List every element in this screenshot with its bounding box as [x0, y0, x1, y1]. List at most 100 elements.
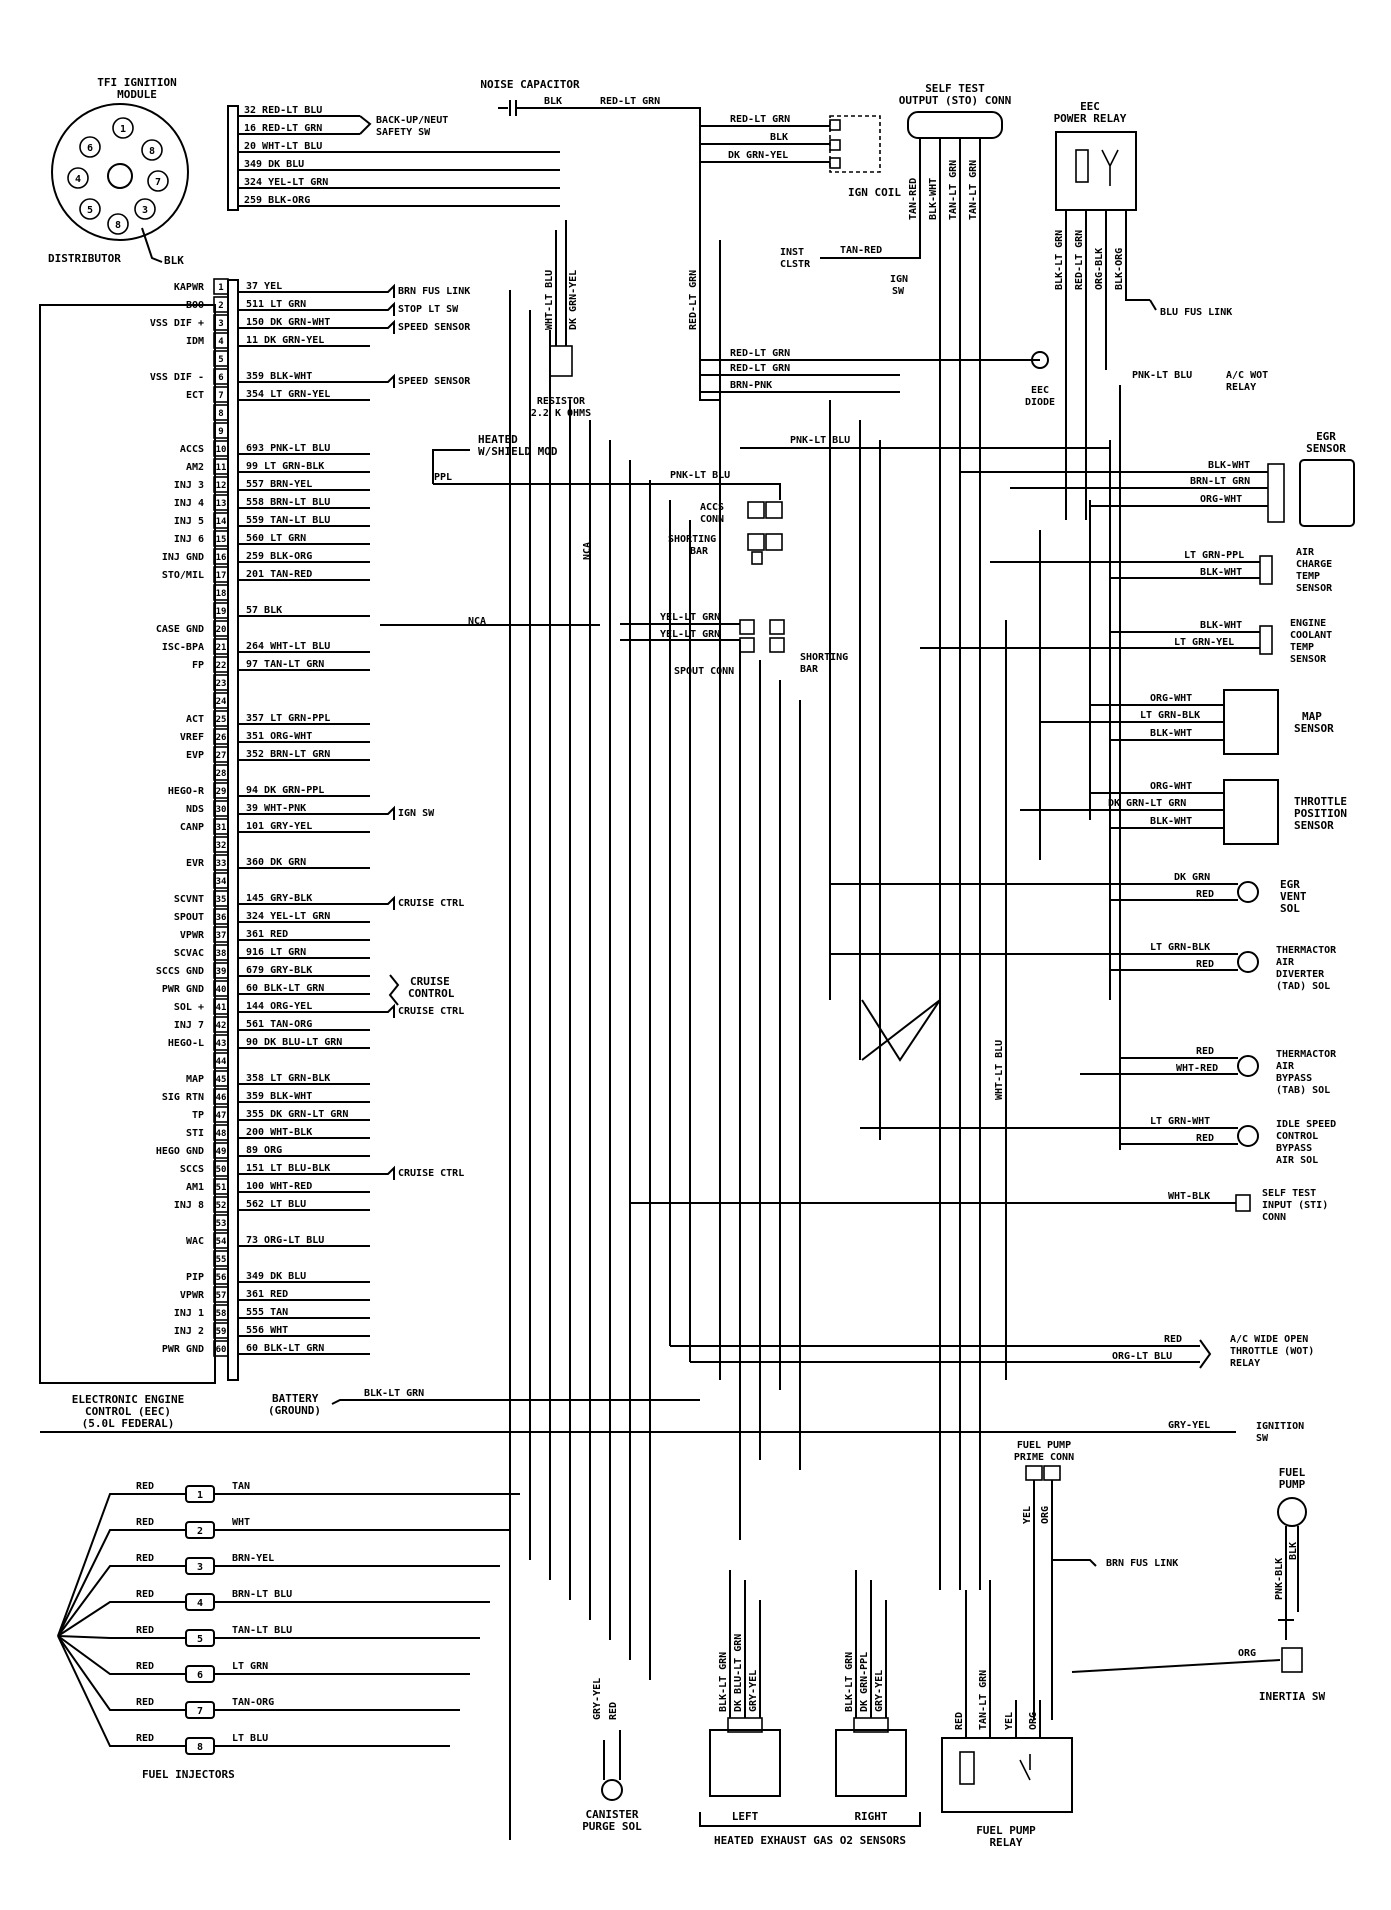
pin-wire-label: 151 LT BLU-BLK — [246, 1163, 330, 1174]
pin-wire-label: 200 WHT-BLK — [246, 1127, 312, 1138]
svg-text:LT GRN-BLK: LT GRN-BLK — [1150, 942, 1210, 953]
pin-number: 51 — [216, 1183, 227, 1193]
svg-text:GRY-YEL: GRY-YEL — [748, 1670, 759, 1712]
thermactor-air-diverter: LT GRN-BLK RED THERMACTOR AIR DIVERTER (… — [830, 942, 1337, 992]
svg-text:DIVERTER: DIVERTER — [1276, 969, 1325, 980]
pin-number: 23 — [216, 679, 227, 689]
pin-number: 32 — [216, 841, 227, 851]
pin-wire-label: 358 LT GRN-BLK — [246, 1073, 330, 1084]
pin-function-label: AM1 — [186, 1182, 204, 1193]
pin-function-label: INJ GND — [162, 552, 204, 563]
pin-function-label: ECT — [186, 390, 204, 401]
egr-sensor: EGR SENSOR BLK-WHT BRN-LT GRN ORG-WHT — [960, 430, 1355, 527]
svg-text:BLK-LT GRN: BLK-LT GRN — [718, 1652, 729, 1712]
pin-function-label: VSS DIF + — [150, 318, 204, 329]
svg-text:BRN FUS LINK: BRN FUS LINK — [1106, 1558, 1178, 1569]
svg-text:BLK-WHT: BLK-WHT — [928, 178, 939, 220]
pin-function-label: STO/MIL — [162, 570, 204, 581]
svg-text:POWER RELAY: POWER RELAY — [1054, 112, 1127, 125]
pin-number: 18 — [216, 589, 227, 599]
svg-text:EEC: EEC — [1080, 100, 1100, 113]
svg-text:LT GRN-BLK: LT GRN-BLK — [1140, 710, 1200, 721]
pin-number: 41 — [216, 1003, 227, 1013]
distributor-center — [107, 163, 133, 189]
svg-text:(TAD) SOL: (TAD) SOL — [1276, 981, 1330, 992]
svg-text:TAN-RED: TAN-RED — [840, 245, 882, 256]
injector-right-wire: BRN-YEL — [232, 1553, 274, 1564]
pin-number: 53 — [216, 1219, 227, 1229]
tfi-wires: 32 RED-LT BLU 16 RED-LT GRN 20 WHT-LT BL… — [238, 105, 560, 207]
ac-wot-relay: RED ORG-LT BLU A/C WIDE OPEN THROTTLE (W… — [670, 1334, 1314, 1369]
svg-text:RIGHT: RIGHT — [854, 1810, 887, 1823]
svg-text:THROTTLE (WOT): THROTTLE (WOT) — [1230, 1346, 1314, 1357]
injector-left-wire: RED — [136, 1625, 154, 1636]
eec-pin-row: 53 — [213, 1214, 229, 1231]
svg-text:20 WHT-LT BLU: 20 WHT-LT BLU — [244, 141, 322, 152]
svg-text:RED-LT GRN: RED-LT GRN — [730, 348, 790, 359]
fuel-pump: FUEL PUMP PNK-BLK BLK ORG INERTIA SW — [1071, 1466, 1325, 1703]
pin-number: 38 — [216, 949, 227, 959]
pin-wire-label: 352 BRN-LT GRN — [246, 749, 330, 760]
distributor-label: DISTRIBUTOR — [48, 252, 121, 265]
eec-pin-row: 18 — [213, 584, 229, 601]
pin-wire-label: 557 BRN-YEL — [246, 479, 312, 490]
svg-text:DK BLU-LT GRN: DK BLU-LT GRN — [733, 1634, 744, 1712]
svg-text:BLK-WHT: BLK-WHT — [1208, 460, 1250, 471]
pin-wire-label: 561 TAN-ORG — [246, 1019, 312, 1030]
svg-text:RELAY: RELAY — [1230, 1358, 1260, 1369]
pin-function-label: INJ 3 — [174, 480, 204, 491]
svg-text:SPOUT CONN: SPOUT CONN — [674, 666, 734, 677]
pin-number: 36 — [216, 913, 227, 923]
pin-function-label: STI — [186, 1128, 204, 1139]
svg-text:RED: RED — [1196, 1133, 1214, 1144]
eec-pin-row: 9 — [213, 422, 229, 439]
pin-number: 46 — [216, 1093, 227, 1103]
svg-text:BLK-WHT: BLK-WHT — [1150, 728, 1192, 739]
heated-o2-sensors: BLK-LT GRN DK BLU-LT GRN GRY-YEL BLK-LT … — [699, 1570, 921, 1847]
tfi-ignition-module: TFI IGNITION MODULE 1 8 7 3 8 5 4 6 DIST… — [48, 76, 560, 267]
pin-wire-label: 359 BLK-WHT — [246, 371, 312, 382]
pin-function-label: HEGO-L — [168, 1038, 204, 1049]
pin-number: 9 — [218, 427, 223, 437]
svg-text:16 RED-LT GRN: 16 RED-LT GRN — [244, 123, 322, 134]
pin-wire-label: 360 DK GRN — [246, 857, 306, 868]
svg-text:ORG-WHT: ORG-WHT — [1150, 781, 1192, 792]
svg-text:RESISTOR: RESISTOR — [537, 396, 586, 407]
pin-function-label: IDM — [186, 336, 204, 347]
svg-text:ORG: ORG — [1028, 1712, 1039, 1730]
pin-number: 45 — [216, 1075, 227, 1085]
svg-text:COOLANT: COOLANT — [1290, 630, 1332, 641]
svg-text:CONTROL: CONTROL — [408, 987, 455, 1000]
svg-text:6: 6 — [87, 143, 93, 154]
pin-wire-label: 359 BLK-WHT — [246, 1091, 312, 1102]
injector-right-wire: WHT — [232, 1517, 250, 1528]
pin-number: 4 — [218, 337, 224, 347]
pin-wire-label: 259 BLK-ORG — [246, 551, 312, 562]
svg-text:RELAY: RELAY — [1226, 382, 1256, 393]
pin-wire-label: 357 LT GRN-PPL — [246, 713, 330, 724]
svg-text:ORG: ORG — [1238, 1648, 1256, 1659]
pin-wire-label: 101 GRY-YEL — [246, 821, 312, 832]
pin-wire-label: 57 BLK — [246, 605, 282, 616]
svg-text:BYPASS: BYPASS — [1276, 1073, 1312, 1084]
svg-text:TEMP: TEMP — [1290, 642, 1314, 653]
svg-text:FUEL PUMP: FUEL PUMP — [1017, 1440, 1071, 1451]
eec-title-1: ELECTRONIC ENGINE — [72, 1393, 185, 1406]
svg-text:RED: RED — [1164, 1334, 1182, 1345]
svg-text:HEATED EXHAUST GAS O2 SENSORS: HEATED EXHAUST GAS O2 SENSORS — [714, 1834, 906, 1847]
svg-text:EGR: EGR — [1316, 430, 1336, 443]
injector-right-wire: TAN-LT BLU — [232, 1625, 292, 1636]
svg-text:BLK: BLK — [1288, 1542, 1299, 1560]
